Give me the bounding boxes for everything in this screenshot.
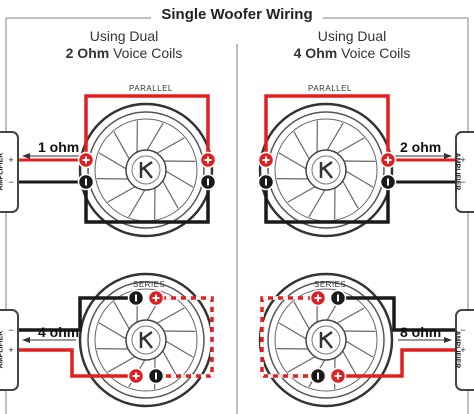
terminal-negative: [309, 367, 327, 385]
label-series-right: SERIES: [314, 280, 347, 289]
subwoofer-top-left: [78, 102, 214, 238]
right-heading-bold: 4 Ohm: [293, 45, 338, 61]
amplifier-label-bottom-right: AMPLIFIER: [453, 330, 461, 369]
amplifier-terminal-marks: +−: [8, 325, 13, 355]
amplifier-bottom-left: [0, 309, 19, 391]
terminal-positive: [379, 151, 397, 169]
impedance-bottom-left: 4 ohm: [38, 324, 80, 340]
terminal-positive: [257, 151, 275, 169]
terminals: +−+−+−+−: [8, 151, 466, 385]
right-heading-line2: 4 Ohm Voice Coils: [252, 45, 452, 62]
right-heading: Using Dual 4 Ohm Voice Coils: [252, 28, 452, 62]
right-heading-rest: Voice Coils: [337, 45, 411, 61]
terminal-positive: [77, 151, 95, 169]
terminal-positive: [329, 367, 347, 385]
impedance-top-left: 1 ohm: [38, 139, 80, 155]
terminal-positive: [127, 367, 145, 385]
amplifier-top-right: [455, 131, 474, 213]
amplifier-minus-mark: −: [460, 325, 465, 335]
amplifier-terminal-marks: +−: [8, 155, 13, 187]
amplifier-plus-mark: +: [460, 155, 465, 165]
amplifier-plus-mark: +: [8, 155, 13, 165]
terminal-positive: [309, 289, 327, 307]
impedance-bottom-right: 8 ohm: [400, 324, 442, 340]
wires-top-right: [264, 94, 456, 224]
label-parallel-left: PARALLEL: [129, 84, 173, 93]
amplifier-bottom-right: [455, 309, 474, 391]
subwoofer-bottom-left: [78, 272, 214, 408]
terminal-negative: [77, 173, 95, 191]
terminal-negative: [199, 173, 217, 191]
subwoofer-bottom-right: [258, 272, 394, 408]
amplifier-label-top-left: AMPLIFIER: [0, 152, 5, 191]
wires-bottom-left: [18, 296, 214, 378]
right-heading-line1: Using Dual: [317, 28, 387, 44]
amplifier-minus-mark: −: [8, 177, 13, 187]
amplifier-terminal-marks: +−: [460, 155, 465, 187]
left-heading-line1: Using Dual: [89, 28, 159, 44]
left-heading: Using Dual 2 Ohm Voice Coils: [24, 28, 224, 62]
terminal-negative: [257, 173, 275, 191]
amplifier-terminal-marks: +−: [460, 325, 465, 355]
wires-top-left: [18, 94, 210, 224]
terminal-negative: [127, 289, 145, 307]
label-parallel-right: PARALLEL: [308, 84, 352, 93]
left-heading-bold: 2 Ohm: [65, 45, 110, 61]
amplifier-label-bottom-left: AMPLIFIER: [0, 330, 5, 369]
amplifier-label-top-right: AMPLIFIER: [453, 152, 461, 191]
amplifier-minus-mark: −: [8, 325, 13, 335]
label-series-left: SERIES: [133, 280, 166, 289]
terminal-negative: [147, 367, 165, 385]
diagram-title: Single Woofer Wiring: [0, 6, 474, 23]
terminal-positive: [147, 289, 165, 307]
terminal-negative: [329, 289, 347, 307]
terminal-positive: [199, 151, 217, 169]
left-heading-line2: 2 Ohm Voice Coils: [24, 45, 224, 62]
subwoofer-top-right: [258, 102, 394, 238]
wires-bottom-right: [260, 296, 456, 378]
left-heading-rest: Voice Coils: [109, 45, 183, 61]
terminal-negative: [379, 173, 397, 191]
amplifier-plus-mark: +: [8, 345, 13, 355]
amplifier-minus-mark: −: [460, 177, 465, 187]
amplifier-top-left: [0, 131, 19, 213]
amplifier-plus-mark: +: [460, 345, 465, 355]
impedance-top-right: 2 ohm: [400, 139, 442, 155]
